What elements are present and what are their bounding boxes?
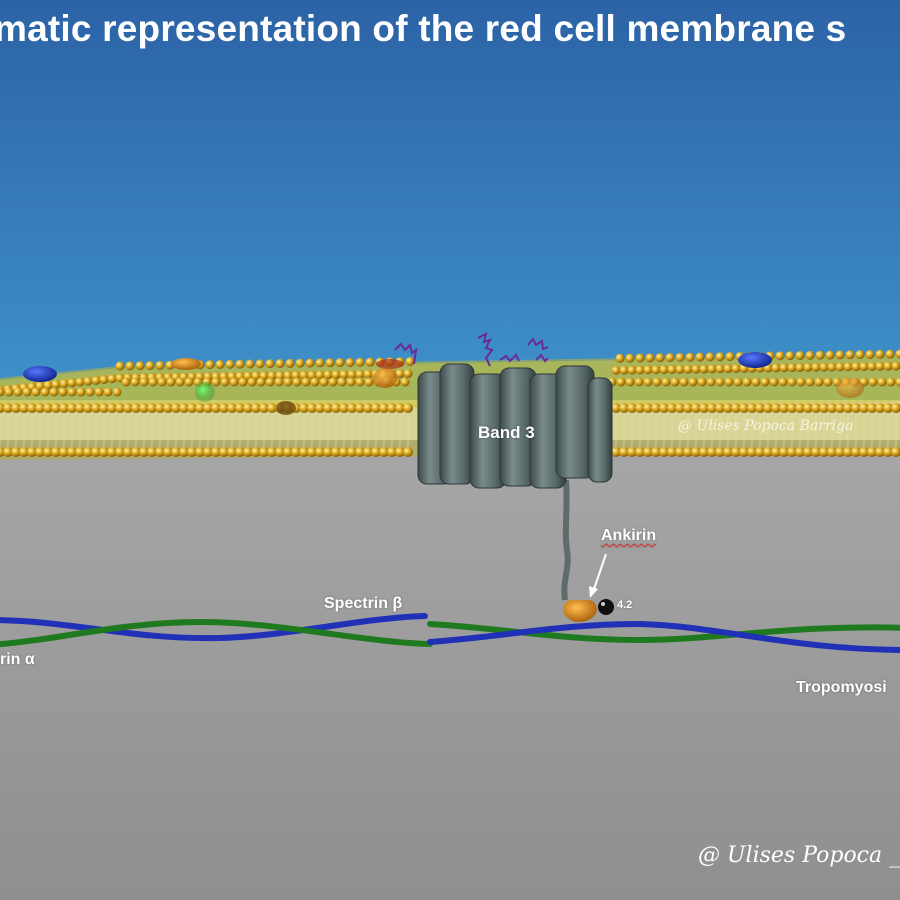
orange-membrane-protein-top	[171, 358, 201, 370]
band-3-label: Band 3	[478, 423, 535, 442]
tropomyosin-fiber-blue	[427, 620, 900, 653]
cytoskeleton	[0, 613, 900, 653]
spectrin-alpha-fiber-left	[0, 613, 428, 642]
lipid-bilayer	[0, 349, 900, 460]
page-title: matic representation of the red cell mem…	[0, 8, 847, 49]
band-3-protein	[417, 363, 613, 601]
red-membrane-protein	[376, 359, 404, 369]
spectrin-beta-label: Spectrin β	[324, 595, 403, 612]
green-membrane-protein	[195, 382, 215, 402]
spectrin-alpha-label: rin α	[0, 651, 35, 668]
extracellular-background	[0, 0, 900, 400]
glycan-chains	[394, 332, 549, 367]
tropomyosin-label: Tropomyosi	[796, 679, 887, 696]
cytoplasm-background	[0, 440, 900, 900]
tropomyosin-fiber-green	[427, 621, 900, 644]
blue-membrane-protein-right	[738, 352, 772, 368]
orange-membrane-protein-middle	[373, 368, 397, 388]
orange-membrane-protein-right	[836, 378, 864, 398]
ankirin-arrow	[589, 553, 607, 598]
membrane-watermark: @ Ulises Popoca Barriga	[678, 418, 854, 434]
protein-4-2-label: 4.2	[617, 599, 633, 611]
corner-watermark: @ Ulises Popoca _	[698, 843, 900, 868]
ankirin-protein	[563, 600, 597, 622]
brown-membrane-protein	[276, 401, 296, 415]
spectrin-beta-fiber-left	[0, 618, 433, 648]
ankirin-label: Ankirin	[601, 527, 657, 544]
protein-4-2	[598, 599, 614, 615]
blue-membrane-protein-left	[23, 366, 57, 382]
band-3-tail	[561, 479, 571, 601]
